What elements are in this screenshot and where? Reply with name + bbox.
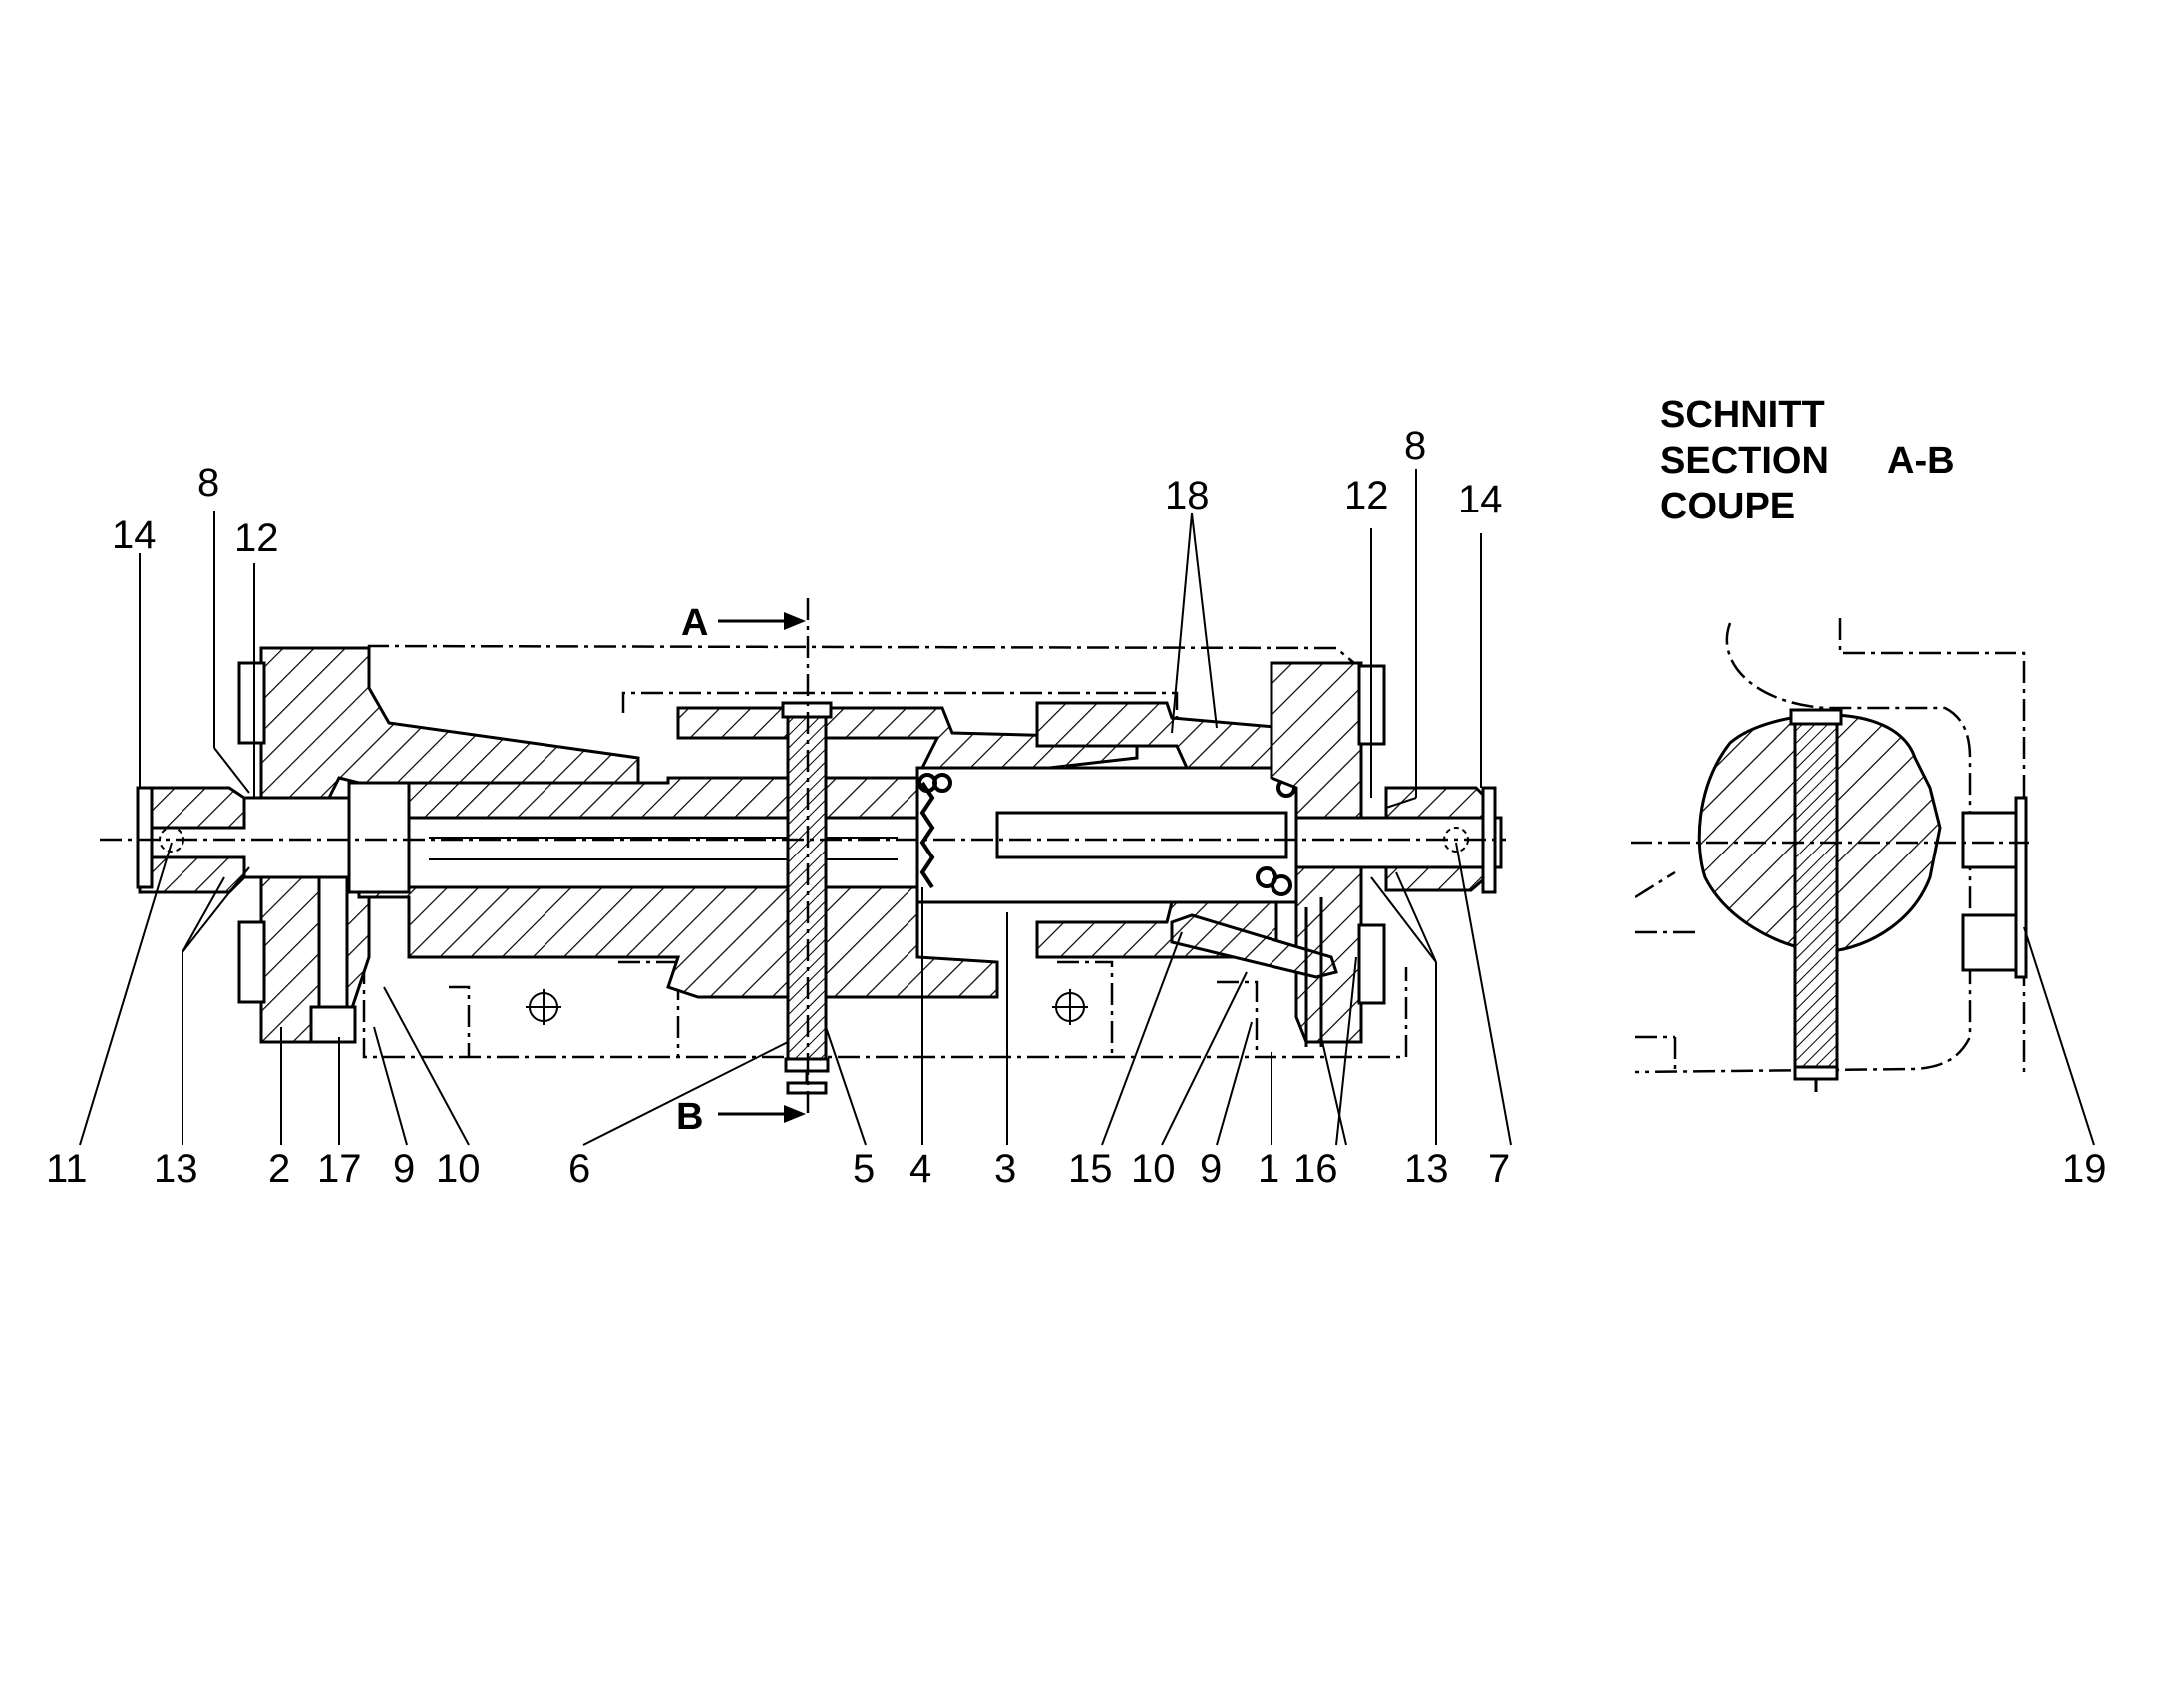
- callout-bottom-2: 2: [268, 1147, 290, 1191]
- callout-bottom-6: 6: [568, 1147, 590, 1191]
- section-arrow-b-head: [784, 1105, 806, 1123]
- ab-pin-foot: [1793, 1065, 1839, 1081]
- section-title-schnitt: SCHNITT: [1660, 394, 1825, 436]
- callout-bottom-9-left: 9: [393, 1147, 415, 1191]
- cut-marker-b: B: [676, 1096, 703, 1138]
- callout-top-12-left: 12: [234, 516, 279, 560]
- callout-bottom-17: 17: [317, 1147, 362, 1191]
- left-end-plate: [136, 786, 154, 889]
- callout-bottom-16: 16: [1293, 1147, 1338, 1191]
- callout-labels: 14 8 12 18 12 8 14 11 13 2 17 9 10 6 5 4…: [46, 424, 2107, 1191]
- left-shaft-step: [347, 781, 411, 894]
- left-flange-boss-top: [237, 661, 266, 745]
- section-title: SCHNITT SECTION A-B COUPE: [1660, 394, 1955, 527]
- callout-bottom-4: 4: [909, 1147, 931, 1191]
- callout-top-12-right: 12: [1344, 474, 1389, 517]
- callout-bottom-7: 7: [1488, 1147, 1510, 1191]
- shaft-bore: [402, 816, 924, 889]
- housing-outline-inner: [621, 691, 1179, 728]
- section-arrow-a-head: [784, 612, 806, 630]
- spring-ring-4: [1271, 874, 1292, 896]
- callout-bottom-3: 3: [994, 1147, 1016, 1191]
- section-title-section: SECTION: [1660, 440, 1829, 482]
- callout-bottom-1: 1: [1258, 1147, 1279, 1191]
- left-pin-head: [309, 1005, 357, 1044]
- detent-lever: [1170, 913, 1338, 979]
- section-ab-view: [1631, 618, 2029, 1092]
- section-title-coupe: COUPE: [1660, 486, 1795, 527]
- right-flange-boss-bottom: [1357, 923, 1386, 1005]
- leader-lines: [79, 469, 2095, 1146]
- callout-top-14-left: 14: [112, 513, 157, 557]
- callout-top-8-right: 8: [1404, 424, 1426, 468]
- ab-plug-cap: [2014, 796, 2028, 979]
- callout-bottom-10-left: 10: [436, 1147, 481, 1191]
- callout-bottom-19: 19: [2062, 1147, 2107, 1191]
- ab-pin-head: [1789, 708, 1843, 726]
- left-end-cap: [138, 786, 246, 830]
- left-flange-boss-bottom: [237, 920, 266, 1004]
- callout-top-18: 18: [1165, 474, 1210, 517]
- right-end-cap-lower: [1384, 865, 1488, 892]
- ab-housing-outline: [1635, 622, 1972, 1074]
- ab-plug-upper: [1961, 811, 2024, 869]
- housing-outline-bottom: [362, 962, 1408, 1059]
- callout-bottom-13-left: 13: [154, 1147, 198, 1191]
- right-shaft: [1294, 816, 1503, 869]
- left-end-cap-lower: [138, 855, 246, 894]
- callout-bottom-9-right: 9: [1200, 1147, 1222, 1191]
- callout-bottom-5: 5: [853, 1147, 875, 1191]
- callout-top-8-left: 8: [197, 461, 219, 505]
- cut-marker-a: A: [681, 602, 708, 644]
- callout-bottom-15: 15: [1068, 1147, 1113, 1191]
- ab-plug-lower: [1961, 913, 2024, 972]
- callout-bottom-11: 11: [46, 1147, 88, 1191]
- ab-center-pin: [1793, 716, 1839, 1069]
- ab-housing-left-lines: [1635, 870, 1695, 1069]
- spring-ring-2: [932, 773, 952, 793]
- left-vertical-pin: [317, 875, 349, 1019]
- callout-bottom-10-right: 10: [1131, 1147, 1176, 1191]
- spring-rod: [995, 811, 1288, 859]
- spring-coil-left: [919, 781, 935, 889]
- main-section-view: A B: [100, 598, 1506, 1138]
- callout-bottom-13-right: 13: [1404, 1147, 1449, 1191]
- callout-top-14-right: 14: [1458, 478, 1503, 521]
- section-title-id: A-B: [1887, 440, 1955, 482]
